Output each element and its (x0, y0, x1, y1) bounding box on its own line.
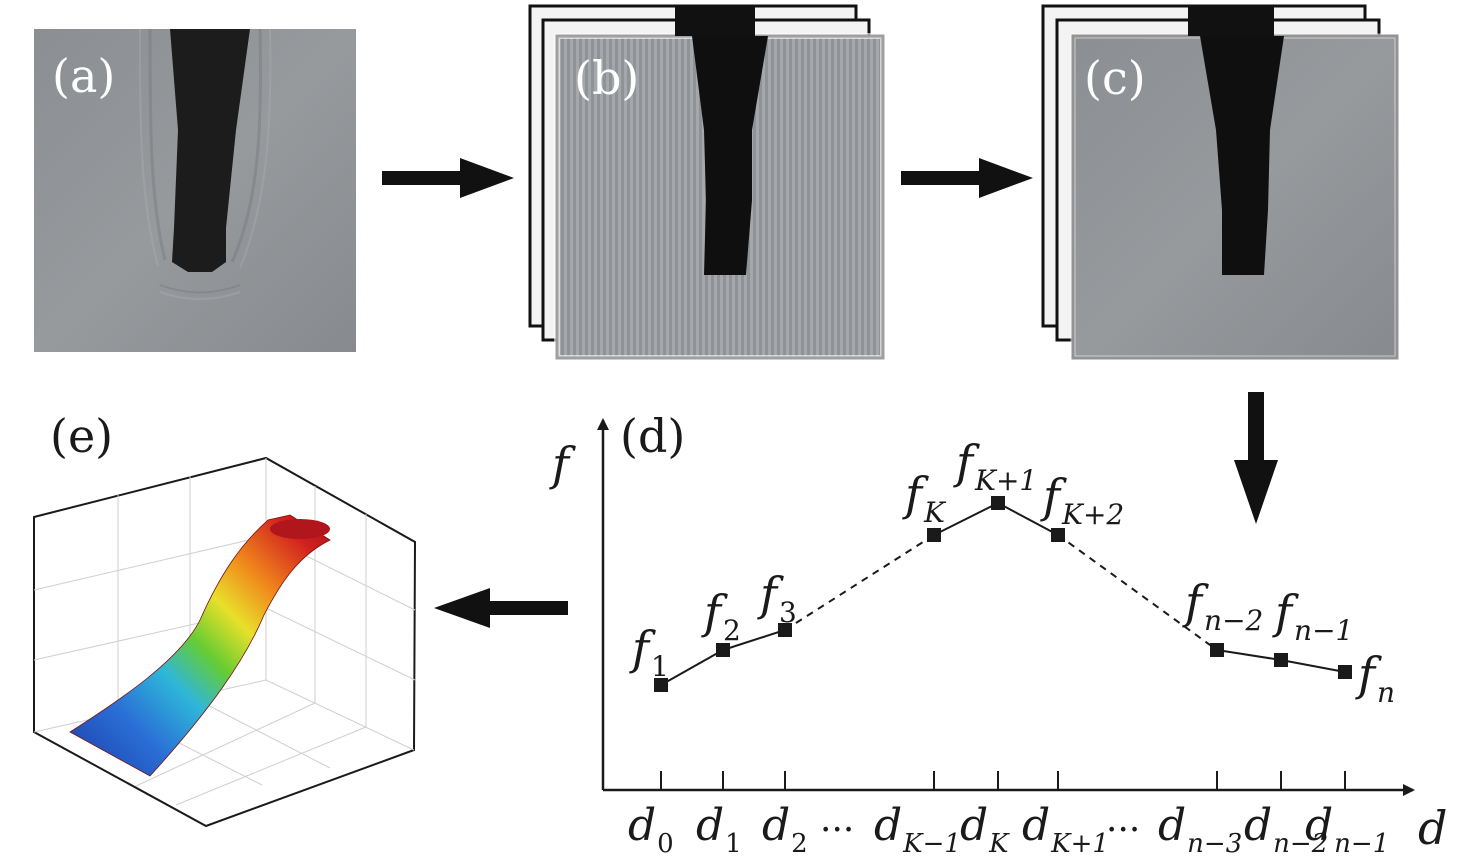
arrow-d-to-e (434, 588, 568, 628)
tick-label: d2 (762, 800, 808, 859)
tick-label: dK+1 (1022, 800, 1109, 859)
panel-e-surface: (e) (33, 409, 417, 828)
plot-segment (933, 502, 999, 536)
tick-ellipsis-left: ··· (820, 810, 854, 851)
tick-label: dK (960, 800, 1010, 859)
plot-segment (997, 502, 1059, 536)
point-label: fK (902, 467, 947, 529)
plot-segment (660, 649, 724, 686)
plot-ticks (660, 771, 1346, 790)
panel-b-stack: (b) (528, 4, 886, 361)
panel-label-d: (d) (620, 409, 685, 463)
tick-label: d0 (628, 800, 674, 859)
tick-label: dK−1 (874, 800, 961, 859)
plot-point (716, 643, 730, 657)
point-label: f1 (629, 621, 669, 683)
panel-a-image: (a) (34, 28, 356, 352)
panel-label-e: (e) (50, 409, 113, 463)
plot-point (1210, 643, 1224, 657)
plot-point (1338, 665, 1352, 679)
plot-point (778, 623, 792, 637)
panel-label-a: (a) (52, 49, 115, 103)
tick-ellipsis-right: ··· (1106, 810, 1140, 851)
plot-points (654, 496, 1352, 692)
plot-segment (1280, 659, 1346, 673)
arrow-b-to-c (901, 158, 1033, 198)
point-label: fn (1355, 647, 1395, 709)
tick-label: dn−1 (1305, 800, 1389, 859)
plot-point (654, 678, 668, 692)
tick-label: dn−2 (1244, 800, 1328, 859)
arrow-a-to-b (382, 158, 514, 198)
arrow-c-to-d (1234, 392, 1278, 524)
plot-point (1051, 528, 1065, 542)
plot-segment (722, 629, 786, 651)
tick-label: dn−3 (1158, 800, 1242, 859)
point-label: fn−2 (1182, 575, 1263, 637)
plot-point (991, 496, 1005, 510)
x-axis-label: d (1418, 801, 1447, 855)
point-label: fK+1 (953, 435, 1037, 497)
plot-point (927, 528, 941, 542)
point-label: f3 (757, 567, 797, 629)
panel-label-c: (c) (1084, 51, 1146, 105)
plot-segment (1057, 534, 1218, 651)
tick-label: d1 (696, 800, 742, 859)
y-axis-label: f (549, 437, 576, 491)
point-label: fK+2 (1040, 469, 1124, 531)
plot-segment (784, 534, 935, 631)
point-label: f2 (701, 585, 741, 647)
plot-segment (1216, 649, 1282, 661)
point-label: fn−1 (1272, 585, 1353, 647)
panel-c-stack: (c) (1041, 4, 1400, 361)
panel-label-b: (b) (574, 51, 639, 105)
plot-point (1274, 653, 1288, 667)
plot-lines (660, 502, 1346, 686)
